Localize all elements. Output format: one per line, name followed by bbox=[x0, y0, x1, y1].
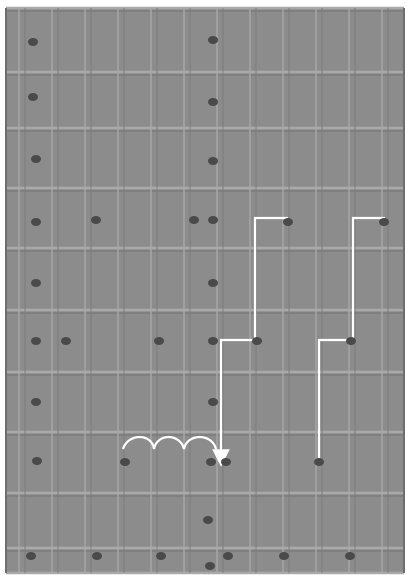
fastener-dot-icon bbox=[28, 93, 38, 101]
fastener-dot-icon bbox=[208, 98, 218, 106]
fastener-dot-icon bbox=[26, 552, 36, 560]
roof-surface bbox=[6, 8, 404, 573]
fastener-dot-icon bbox=[31, 337, 41, 345]
fastener-dot-icon bbox=[314, 458, 324, 466]
fastener-dot-icon bbox=[28, 38, 38, 46]
fastener-dot-icon bbox=[345, 552, 355, 560]
fastener-dot-icon bbox=[346, 337, 356, 345]
fastener-dot-icon bbox=[223, 552, 233, 560]
fastener-dot-icon bbox=[203, 516, 213, 524]
fastener-dot-icon bbox=[91, 216, 101, 224]
fastener-dot-icon bbox=[208, 36, 218, 44]
fastener-dot-icon bbox=[154, 337, 164, 345]
fastener-dot-icon bbox=[283, 218, 293, 226]
fastener-dot-icon bbox=[208, 279, 218, 287]
fastener-dot-icon bbox=[208, 157, 218, 165]
fastener-dot-icon bbox=[31, 398, 41, 406]
fastener-dot-icon bbox=[208, 398, 218, 406]
fastener-dot-icon bbox=[31, 155, 41, 163]
fastener-dot-icon bbox=[279, 552, 289, 560]
fastener-dot-icon bbox=[31, 218, 41, 226]
fastener-dot-icon bbox=[31, 279, 41, 287]
fastener-dot-icon bbox=[61, 337, 71, 345]
fastener-dot-icon bbox=[206, 458, 216, 466]
fastener-dot-icon bbox=[252, 337, 262, 345]
fastener-dot-icon bbox=[92, 552, 102, 560]
fastener-dot-icon bbox=[32, 457, 42, 465]
fastener-dot-icon bbox=[379, 218, 389, 226]
fastener-dot-icon bbox=[120, 458, 130, 466]
fastener-dot-icon bbox=[156, 552, 166, 560]
fastener-dot-icon bbox=[208, 216, 218, 224]
fastener-dot-icon bbox=[205, 562, 215, 570]
fastener-dot-icon bbox=[208, 337, 218, 345]
fastener-dot-icon bbox=[221, 458, 231, 466]
fastener-dot-icon bbox=[189, 216, 199, 224]
